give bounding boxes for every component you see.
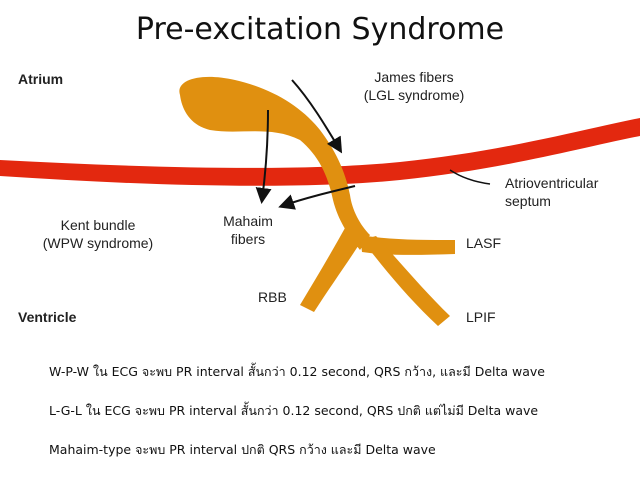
wpw-note: W-P-W ใน ECG จะพบ PR interval สั้นกว่า 0… <box>49 364 545 379</box>
rbb-branch <box>300 228 362 312</box>
septum-label: septum <box>505 193 551 209</box>
av-node-bundle <box>179 76 370 250</box>
wpw-syndrome-label: (WPW syndrome) <box>43 235 153 251</box>
lgl-note: L-G-L ใน ECG จะพบ PR interval สั้นกว่า 0… <box>49 403 539 418</box>
lgl-syndrome-label: (LGL syndrome) <box>364 87 465 103</box>
mahaim-fibers-arrow <box>278 185 356 210</box>
kent-bundle-label: Kent bundle <box>61 217 136 233</box>
james-fibers-arrow <box>291 79 343 154</box>
fibers-label: fibers <box>231 231 265 247</box>
lpif-branch <box>362 236 450 326</box>
lasf-label: LASF <box>466 235 501 251</box>
mahaim-label: Mahaim <box>223 213 273 229</box>
atrium-label: Atrium <box>18 71 63 87</box>
mahaim-note: Mahaim-type จะพบ PR interval ปกติ QRS กว… <box>49 442 436 457</box>
conduction-diagram: Atrium Ventricle James fibers (LGL syndr… <box>0 69 640 326</box>
av-septum-band <box>0 118 640 186</box>
ventricle-label: Ventricle <box>18 309 77 325</box>
slide-title: Pre-excitation Syndrome <box>135 12 505 47</box>
rbb-label: RBB <box>258 289 287 305</box>
av-septum-pointer <box>449 169 491 185</box>
atrioventricular-label: Atrioventricular <box>505 175 599 191</box>
james-fibers-label: James fibers <box>374 69 453 85</box>
kent-bundle-arrow <box>255 109 272 204</box>
lpif-label: LPIF <box>466 309 496 325</box>
